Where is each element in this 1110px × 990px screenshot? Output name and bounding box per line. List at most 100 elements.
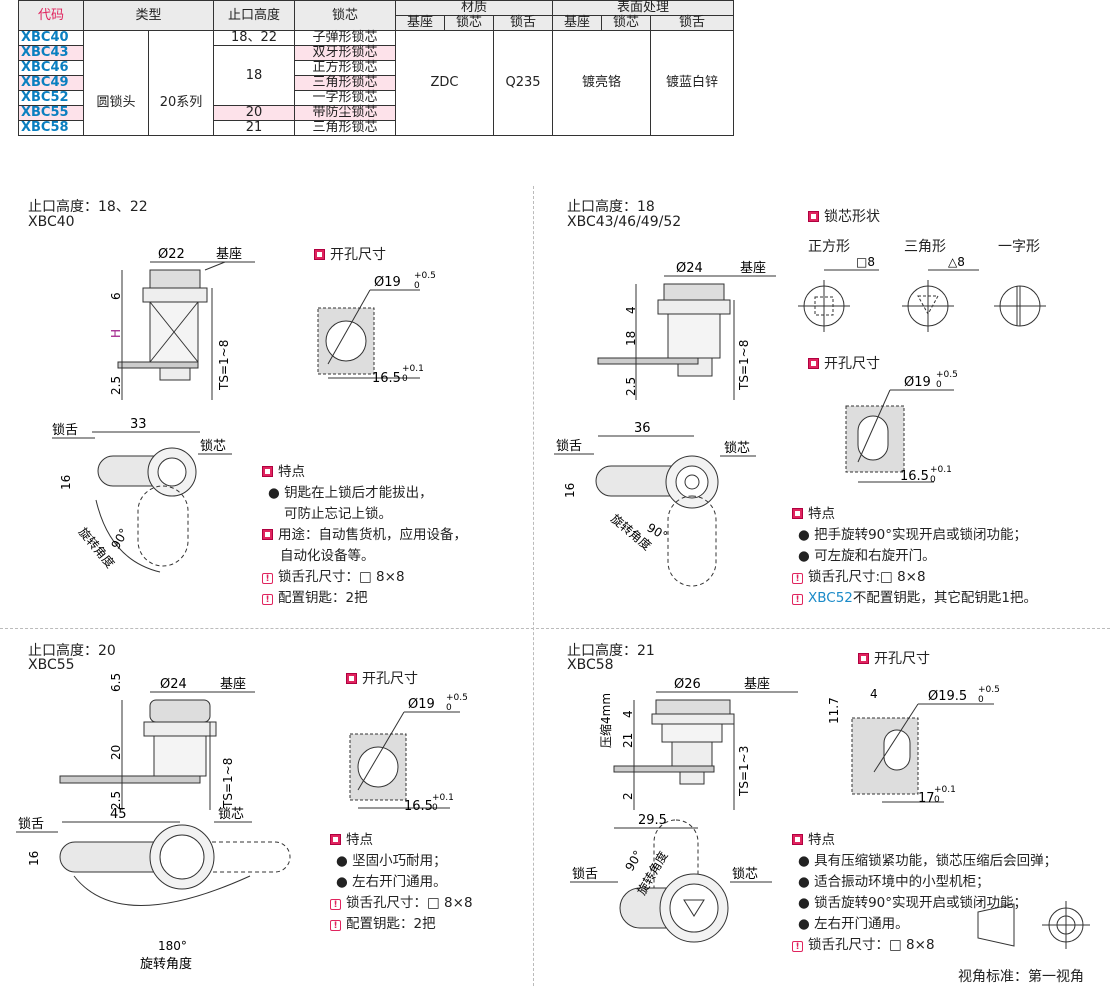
s1-code: XBC40 bbox=[28, 214, 75, 230]
s1-d25: 2.5 bbox=[109, 376, 123, 395]
col-mat-tongue: 锁舌 bbox=[493, 15, 553, 31]
s3-d16: 16 bbox=[27, 851, 41, 866]
marker-icon bbox=[330, 834, 341, 845]
s2-keys-rest: 不配置钥匙，其它配钥匙1把。 bbox=[852, 590, 1037, 606]
s4-d21: 21 bbox=[621, 733, 635, 748]
surf-core: 镀亮铬 bbox=[552, 30, 651, 136]
s3-code: XBC55 bbox=[28, 657, 75, 673]
col-mat-base: 基座 bbox=[395, 15, 445, 31]
row-code[interactable]: XBC49 bbox=[18, 75, 84, 91]
s2-core: 锁芯 bbox=[724, 440, 750, 456]
s1-hole-wtol0: 0 bbox=[402, 374, 408, 384]
type2-cell: 20系列 bbox=[148, 30, 214, 136]
s4-ts: TS=1~3 bbox=[737, 746, 751, 797]
s1-dH: H bbox=[109, 329, 123, 338]
s4-hole-title-wrap: 开孔尺寸 bbox=[858, 648, 930, 668]
s4-f2: ● 适合振动环境中的小型机柜； bbox=[798, 874, 990, 890]
row-core: 带防尘锁芯 bbox=[294, 105, 396, 121]
row-code[interactable]: XBC58 bbox=[18, 120, 84, 136]
s4-d295: 29.5 bbox=[638, 813, 667, 828]
s4-compress: 压缩4mm bbox=[598, 693, 613, 748]
s4-feature-title: 特点 bbox=[808, 832, 835, 848]
row-code[interactable]: XBC43 bbox=[18, 45, 84, 61]
s4-d2: 2 bbox=[621, 792, 635, 800]
s4-tongue: 锁舌 bbox=[572, 866, 598, 882]
s2-tongue: 锁舌 bbox=[556, 438, 582, 454]
mat-core: ZDC bbox=[395, 30, 494, 136]
s1-feature-2: 可防止忘记上锁。 bbox=[284, 506, 392, 522]
type1: 圆锁头 bbox=[96, 95, 136, 110]
s1-d16: 16 bbox=[59, 475, 73, 490]
s2-hole-size-row: !锁舌孔尺寸:□ 8×8 bbox=[792, 567, 1108, 588]
row-code[interactable]: XBC40 bbox=[18, 30, 84, 46]
warning-icon: ! bbox=[792, 941, 803, 952]
s3-notes: 特点 ● 坚固小巧耐用； ● 左右开门通用。 !锁舌孔尺寸：□ 8×8 !配置钥… bbox=[330, 830, 530, 935]
s2-title: 止口高度：18 bbox=[567, 199, 655, 215]
row-core: 正方形锁芯 bbox=[294, 60, 396, 76]
s3-dia: Ø24 bbox=[160, 677, 187, 692]
s2-d4: 4 bbox=[624, 306, 638, 314]
s2-d16: 16 bbox=[563, 483, 577, 498]
s1-hole-title-wrap: 开孔尺寸 bbox=[314, 244, 386, 264]
s2-shape-line: 一字形 bbox=[998, 239, 1040, 255]
s3-hole-wtol: +0.1 bbox=[432, 793, 454, 803]
marker-icon bbox=[808, 211, 819, 222]
row-height: 21 bbox=[213, 120, 295, 136]
s4-angle: 90° bbox=[622, 848, 645, 873]
s4-dia: Ø26 bbox=[674, 677, 701, 692]
s3-angle: 180° bbox=[158, 939, 187, 953]
warning-icon: ! bbox=[330, 920, 341, 931]
s4-notes: 特点 ● 具有压缩锁紧功能，锁芯压缩后会回弹； ● 适合振动环境中的小型机柜； … bbox=[792, 830, 1108, 956]
s2-notes: 特点 ● 把手旋转90°实现开启或锁闭功能； ● 可左旋和右旋开门。 !锁舌孔尺… bbox=[792, 504, 1108, 609]
s2-d25: 2.5 bbox=[624, 377, 638, 396]
s2-hole-tol: +0.5 bbox=[936, 370, 958, 380]
s1-hole-tol0: 0 bbox=[414, 281, 420, 291]
first-angle-projection-icon bbox=[977, 901, 1090, 949]
row-code[interactable]: XBC46 bbox=[18, 60, 84, 76]
s1-feature-title-row: 特点 bbox=[262, 462, 532, 483]
s2-d36: 36 bbox=[634, 421, 651, 436]
s2-tri8: △8 bbox=[948, 255, 965, 269]
col-surf-core: 锁芯 bbox=[601, 15, 651, 31]
s1-notes: 特点 ● 钥匙在上锁后才能拔出， 可防止忘记上锁。 用途：自动售货机，应用设备，… bbox=[262, 462, 532, 609]
s1-drawing: Ø22 基座 6 H 2.5 TS=1~8 Ø19 +0.5 0 16.5 +0… bbox=[52, 247, 436, 573]
s1-d33: 33 bbox=[130, 417, 147, 432]
s3-f2: ● 左右开门通用。 bbox=[336, 874, 447, 890]
s2-shape-tri: 三角形 bbox=[904, 239, 946, 255]
row-core: 三角形锁芯 bbox=[294, 75, 396, 91]
marker-icon bbox=[314, 249, 325, 260]
s2-feature-title: 特点 bbox=[808, 506, 835, 522]
warning-icon: ! bbox=[330, 899, 341, 910]
s2-hole-title: 开孔尺寸 bbox=[824, 356, 880, 372]
col-core: 锁芯 bbox=[294, 0, 396, 31]
s2-shape-title-wrap: 锁芯形状 bbox=[808, 206, 880, 226]
s4-hole-w: 17 bbox=[918, 791, 935, 806]
marker-icon bbox=[262, 529, 273, 540]
s3-title: 止口高度：20 bbox=[28, 643, 116, 659]
s3-drawing: Ø24 基座 6.5 20 2.5 TS=1~8 Ø19 +0.5 0 16.5… bbox=[16, 673, 468, 972]
surf-tongue: 镀蓝白锌 bbox=[650, 30, 734, 136]
s3-d20: 20 bbox=[109, 745, 123, 760]
row-code[interactable]: XBC55 bbox=[18, 105, 84, 121]
s1-keys: 配置钥匙：2把 bbox=[278, 590, 368, 606]
row-code[interactable]: XBC52 bbox=[18, 90, 84, 106]
s3-keys-row: !配置钥匙：2把 bbox=[330, 914, 530, 935]
s1-dia: Ø22 bbox=[158, 247, 185, 262]
s1-angle: 90° bbox=[108, 526, 131, 551]
row-height: 18 bbox=[213, 45, 295, 106]
s1-base: 基座 bbox=[216, 247, 242, 262]
col-surface: 表面处理 bbox=[552, 0, 734, 16]
s2-shape-sq: 正方形 bbox=[808, 239, 850, 255]
s3-angle-label: 旋转角度 bbox=[140, 956, 192, 972]
s1-core: 锁芯 bbox=[200, 438, 226, 454]
s3-feature-title: 特点 bbox=[346, 832, 373, 848]
s4-view: 视角标准：第一视角 bbox=[958, 969, 1084, 985]
type2: 20系列 bbox=[159, 95, 203, 110]
s2-shape-title: 锁芯形状 bbox=[824, 209, 880, 225]
s3-ts: TS=1~8 bbox=[221, 758, 235, 809]
s4-f3: ● 锁舌旋转90°实现开启或锁闭功能； bbox=[798, 895, 1027, 911]
s4-code: XBC58 bbox=[567, 657, 614, 673]
s1-title: 止口高度：18、22 bbox=[28, 199, 148, 215]
marker-icon bbox=[792, 834, 803, 845]
s1-use: 用途：自动售货机，应用设备， bbox=[278, 527, 467, 543]
